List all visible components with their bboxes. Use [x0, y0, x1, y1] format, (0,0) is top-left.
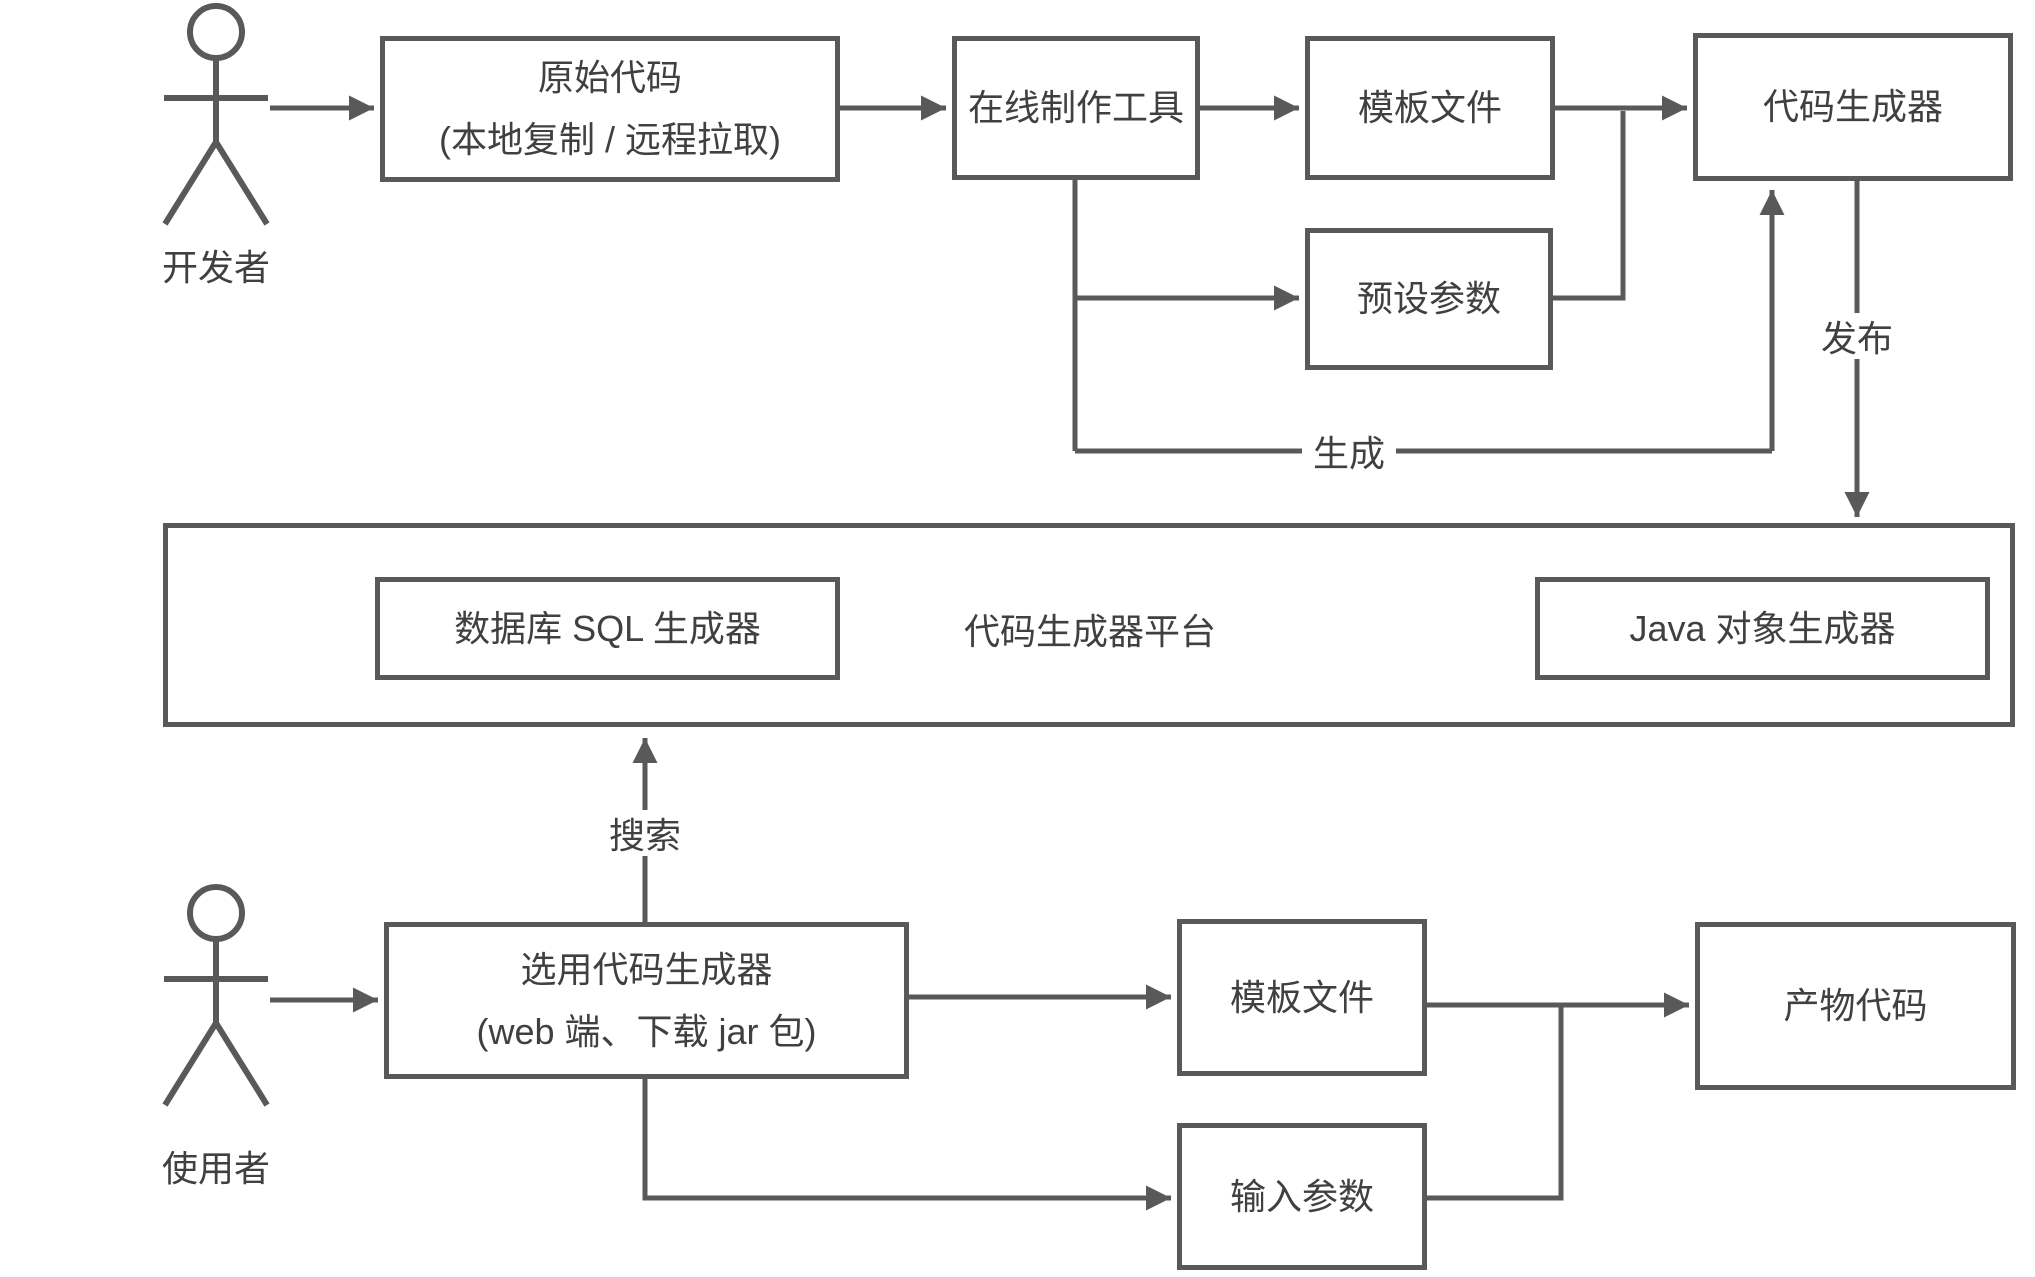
user-actor-icon: [162, 884, 270, 1107]
node-input-params: 输入参数: [1177, 1123, 1427, 1270]
node-input-params-label: 输入参数: [1229, 1175, 1374, 1217]
node-choose-generator-line1: 选用代码生成器: [520, 948, 773, 990]
node-sql-generator-label: 数据库 SQL 生成器: [454, 607, 761, 649]
user-actor-label: 使用者: [161, 1148, 270, 1189]
node-source-code: 原始代码 (本地复制 / 远程拉取): [380, 36, 840, 182]
edge-label-generate: 生成: [1302, 428, 1396, 474]
node-java-generator-label: Java 对象生成器: [1629, 607, 1896, 649]
node-source-code-line2: (本地复制 / 远程拉取): [439, 119, 781, 160]
edge-label-search: 搜索: [598, 810, 692, 856]
node-code-generator: 代码生成器: [1693, 33, 2013, 181]
node-source-code-line1: 原始代码: [537, 57, 682, 99]
node-java-generator: Java 对象生成器: [1535, 577, 1990, 680]
edge-preset-to-generator-elbow: [1553, 111, 1626, 301]
edge-choose-to-input: [642, 1079, 1171, 1211]
node-generator-platform-label: 代码生成器平台: [963, 611, 1216, 652]
node-output-code: 产物代码: [1695, 922, 2016, 1090]
node-sql-generator: 数据库 SQL 生成器: [375, 577, 840, 680]
node-online-tool-label: 在线制作工具: [967, 87, 1184, 129]
node-template-file-bottom: 模板文件: [1177, 919, 1427, 1076]
node-output-code-label: 产物代码: [1783, 985, 1928, 1027]
node-online-tool: 在线制作工具: [952, 36, 1200, 180]
node-preset-params: 预设参数: [1305, 228, 1553, 370]
developer-actor-icon: [162, 3, 270, 226]
node-template-file-top-label: 模板文件: [1357, 87, 1502, 129]
node-choose-generator: 选用代码生成器 (web 端、下载 jar 包): [384, 922, 909, 1079]
edge-input-join-elbow: [1427, 1005, 1564, 1201]
developer-actor-label: 开发者: [161, 247, 270, 288]
edge-label-publish: 发布: [1810, 313, 1904, 359]
node-template-file-bottom-label: 模板文件: [1229, 976, 1374, 1018]
node-code-generator-label: 代码生成器: [1762, 86, 1943, 128]
node-choose-generator-line2: (web 端、下载 jar 包): [476, 1010, 817, 1052]
node-template-file-top: 模板文件: [1305, 36, 1555, 180]
node-preset-params-label: 预设参数: [1356, 278, 1501, 320]
